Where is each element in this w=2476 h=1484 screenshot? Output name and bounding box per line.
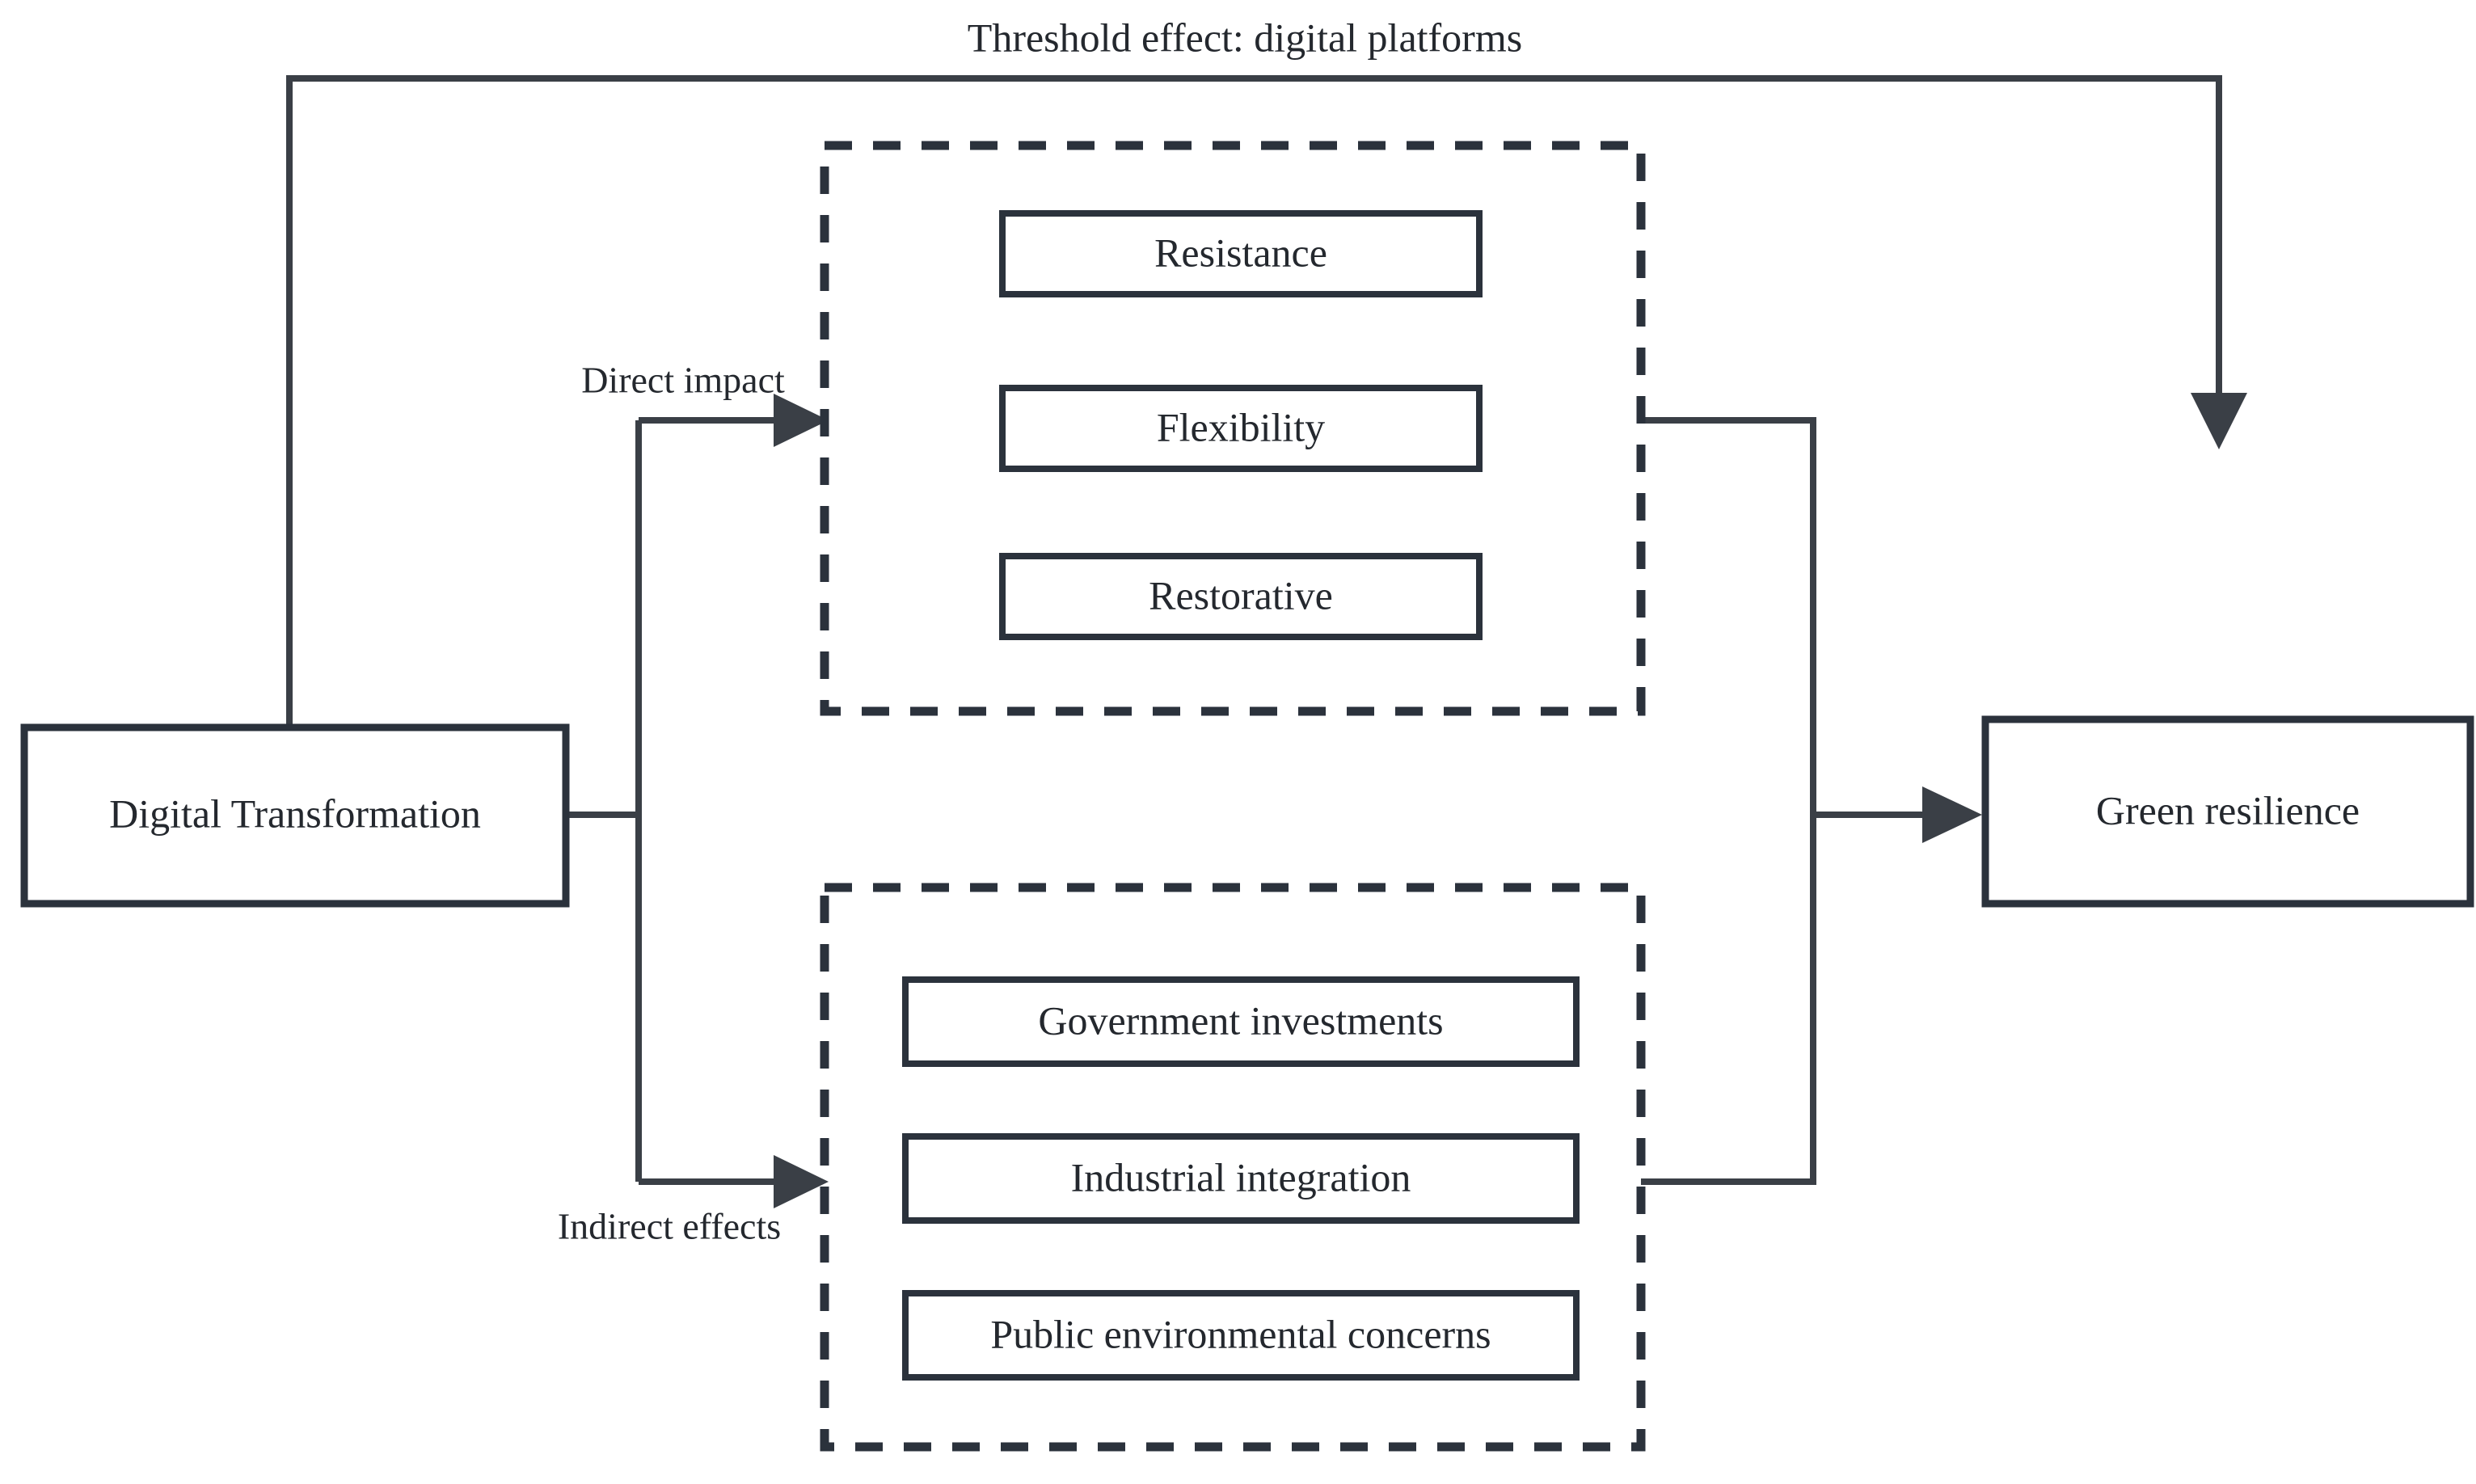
industrial-integration-label: Industrial integration [1071,1154,1411,1199]
node-digital-transformation[interactable]: Digital Transformation [20,723,570,908]
outcome-collector-bus [1641,417,1816,1185]
public-environmental-concerns-label: Public environmental concerns [990,1311,1491,1356]
node-public-environmental-concerns[interactable]: Public environmental concerns [902,1290,1580,1381]
threshold-effect-arrowhead [2191,393,2247,449]
outcome-arrowhead [1922,786,1982,843]
node-industrial-integration[interactable]: Industrial integration [902,1133,1580,1224]
group-mediating-mechanisms: Government investments Industrial integr… [820,883,1646,1452]
node-restorative[interactable]: Restorative [999,553,1483,640]
digital-transformation-label: Digital Transformation [109,790,481,836]
threshold-effect-line [286,75,2222,727]
edge-indirect-effects: Indirect effects [558,1155,829,1247]
direct-impact-label: Direct impact [581,360,785,401]
node-government-investments[interactable]: Government investments [902,976,1580,1067]
direct-impact-arrowhead [774,394,829,447]
node-flexibility[interactable]: Flexibility [999,385,1483,472]
government-investments-box[interactable] [902,976,1580,1067]
industrial-integration-box[interactable] [902,1133,1580,1224]
restorative-box[interactable] [999,553,1483,640]
indirect-effects-arrowhead [774,1155,829,1208]
resistance-label: Resistance [1154,230,1327,275]
edge-threshold-effect [286,75,2247,727]
restorative-label: Restorative [1149,572,1333,618]
indirect-effects-label: Indirect effects [558,1206,781,1247]
edge-groups-to-target [1641,417,1982,1185]
group-green-resilience-dimensions: Resistance Flexibility Restorative [820,141,1646,716]
public-environmental-concerns-box[interactable] [902,1290,1580,1381]
flexibility-box[interactable] [999,385,1483,472]
digital-transformation-box[interactable] [20,723,570,908]
green-resilience-label: Green resilience [2096,787,2360,833]
resistance-box[interactable] [999,210,1483,297]
government-investments-label: Government investments [1038,997,1443,1043]
flexibility-label: Flexibility [1157,404,1325,449]
group-dashed-border-top [820,141,1646,716]
node-resistance[interactable]: Resistance [999,210,1483,297]
edge-direct-impact: Direct impact [581,360,829,447]
figure-title: Threshold effect: digital platforms [968,15,1522,60]
edge-source-branch [566,420,642,1182]
green-resilience-box[interactable] [1981,715,2474,908]
node-green-resilience[interactable]: Green resilience [1981,715,2474,908]
group-dashed-border-bottom [820,883,1646,1452]
